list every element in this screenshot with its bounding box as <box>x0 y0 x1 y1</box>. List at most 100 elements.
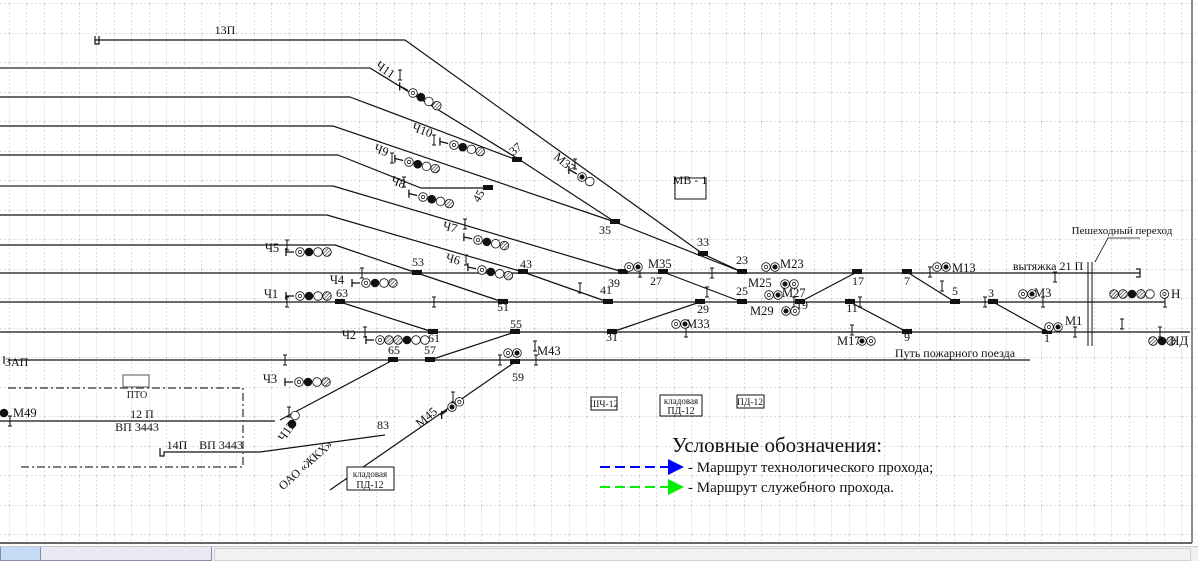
lamp-center-icon <box>1029 291 1035 297</box>
diag-ch8 <box>337 154 488 189</box>
switch-number: 1 <box>1044 331 1050 345</box>
lamp-hatched-icon <box>322 291 332 301</box>
lamp-open-icon <box>421 161 432 172</box>
diag-7-5 <box>906 271 956 303</box>
track-vytyazhka-label: вытяжка 21 П <box>1013 259 1084 273</box>
building-pd12-label: ПД-12 <box>737 398 763 408</box>
lamp-filled-icon <box>458 142 468 152</box>
lamp-center-icon <box>476 238 480 242</box>
signal-name: М49 <box>13 406 37 420</box>
building-kladovaya-label: кладовая <box>664 396 698 406</box>
switch-point <box>1042 329 1052 334</box>
switch-point <box>512 157 522 162</box>
building-pd12 <box>736 394 765 409</box>
signal-mast-icon <box>440 409 448 420</box>
diag-65-ch12 <box>279 359 394 421</box>
lamp-open-icon <box>290 410 300 421</box>
signal-m29: М29 <box>750 304 800 318</box>
signal-mast-icon <box>285 292 294 300</box>
signal-mast-icon <box>568 166 578 175</box>
legend: Условные обозначения: - Маршрут технологи… <box>600 433 933 496</box>
lamp-filled-icon <box>0 408 9 418</box>
lamp-hatched-icon <box>430 163 440 174</box>
signal-m13: М13 <box>932 261 976 275</box>
signal-name: М23 <box>780 257 804 271</box>
track-zap-label: ЗАП <box>5 355 29 369</box>
switch-point <box>698 251 708 256</box>
switch-number: 39 <box>608 276 620 290</box>
diag-57-55 <box>429 331 516 361</box>
switch-number: 63 <box>336 286 348 300</box>
track-14p <box>159 434 386 457</box>
switch-point <box>425 357 435 362</box>
switch-number: 19 <box>796 298 808 312</box>
lamp-filled-icon <box>304 291 314 301</box>
signal-m1: М1 <box>1044 314 1082 332</box>
signal-nd <box>1148 336 1176 346</box>
lamp-center-icon <box>943 264 949 270</box>
lamp-hatched-icon <box>432 100 442 111</box>
switch-number: 25 <box>736 284 748 298</box>
signal-name: М29 <box>750 304 774 318</box>
lamp-center-icon <box>859 338 865 344</box>
signal-m27: М27 <box>764 286 806 300</box>
track-12p-label: 12 П <box>130 407 154 421</box>
switch-number: 65 <box>388 343 400 357</box>
switch-point <box>428 329 438 334</box>
switch-number: 55 <box>510 317 522 331</box>
switch-point <box>510 359 520 364</box>
signal-ch9: Ч9 <box>372 141 440 174</box>
lamp-hatched-icon <box>321 377 331 387</box>
switch-number: 17 <box>852 274 864 288</box>
legend-item-label: - Маршрут служебного прохода. <box>688 480 894 496</box>
switch-point <box>518 269 528 274</box>
signal-ch1: Ч1 <box>264 287 332 301</box>
signal-mast-icon <box>467 263 477 272</box>
lamp-center-icon <box>1055 324 1061 330</box>
track-14p-label: 14П <box>167 438 188 452</box>
signal-name: Ч10 <box>410 120 434 140</box>
lamp-hatched-icon <box>1148 336 1158 346</box>
lamp-hatched-icon <box>1118 289 1128 299</box>
switch-point <box>335 299 345 304</box>
signal-m33: М33 <box>671 317 710 331</box>
lamp-center-icon <box>1021 292 1025 296</box>
legend-item-label: - Маршрут технологического прохода; <box>688 460 933 476</box>
switch-number: 53 <box>412 255 424 269</box>
building-shch12 <box>590 396 618 411</box>
signal-name: Ч7 <box>441 219 459 236</box>
lamp-center-icon <box>635 264 641 270</box>
lamp-center-icon <box>297 380 301 384</box>
switch-point <box>412 270 422 275</box>
building-pd12-label: ПД-12 <box>667 406 694 417</box>
switch-number: 31 <box>606 330 618 344</box>
switch-number: 23 <box>736 253 748 267</box>
lamp-center-icon <box>298 250 302 254</box>
lamp-open-icon <box>379 278 389 288</box>
horizontal-scrollbar[interactable] <box>214 548 1191 561</box>
lamp-hatched-icon <box>322 247 332 257</box>
building-pto <box>122 374 150 388</box>
sheet-tab-active[interactable] <box>0 547 42 561</box>
lamp-center-icon <box>514 350 520 356</box>
switch-number: 51 <box>497 300 509 314</box>
signal-mast-icon <box>351 279 360 287</box>
lamp-hatched-icon <box>499 240 510 251</box>
lamp-open-icon <box>494 269 505 279</box>
switch-number: 7 <box>904 274 910 288</box>
lamp-open-icon <box>424 96 434 107</box>
lamp-center-icon <box>782 281 788 287</box>
lamp-center-icon <box>627 265 631 269</box>
sheet-tab[interactable] <box>40 547 212 561</box>
lamp-filled-icon <box>370 278 380 288</box>
signal-name: М33 <box>686 317 710 331</box>
switch-number: 27 <box>650 274 662 288</box>
switch-number: 57 <box>424 343 436 357</box>
switch-number: 11 <box>846 301 858 315</box>
lamp-open-icon <box>313 291 323 301</box>
lamp-filled-icon <box>413 159 423 169</box>
signal-ch5: Ч5 <box>265 241 332 257</box>
legend-title: Условные обозначения: <box>672 433 882 457</box>
lamp-center-icon <box>772 264 778 270</box>
lamp-center-icon <box>506 351 510 355</box>
